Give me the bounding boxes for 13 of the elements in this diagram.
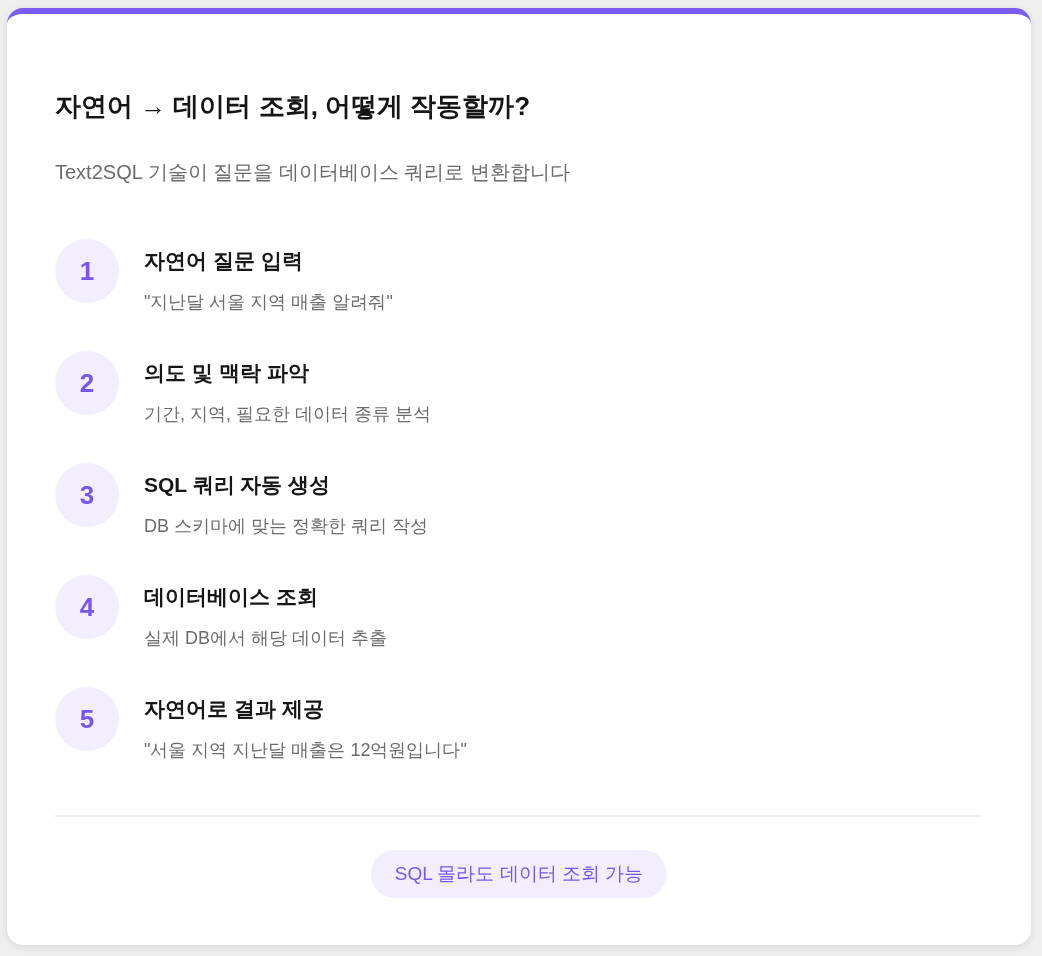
step-title: 자연어로 결과 제공 xyxy=(144,696,324,722)
step-title: SQL 쿼리 자동 생성 xyxy=(144,472,331,498)
step-title: 데이터베이스 조회 xyxy=(144,584,318,610)
step-description: 기간, 지역, 필요한 데이터 종류 분석 xyxy=(144,403,431,426)
step-description: "지난달 서울 지역 매출 알려줘" xyxy=(144,291,393,314)
title: 자연어 → 데이터 조회, 어떻게 작동할까? xyxy=(55,90,531,123)
step-description: 실제 DB에서 해당 데이터 추출 xyxy=(144,627,387,650)
subtitle: Text2SQL 기술이 질문을 데이터베이스 쿼리로 변환합니다 xyxy=(55,160,570,185)
step-title: 자연어 질문 입력 xyxy=(144,248,303,274)
summary-pill: SQL 몰라도 데이터 조회 가능 xyxy=(370,850,668,898)
step-title: 의도 및 맥락 파악 xyxy=(144,360,309,386)
step-description: "서울 지역 지난달 매출은 12억원입니다" xyxy=(144,739,467,762)
step-description: DB 스키마에 맞는 정확한 쿼리 작성 xyxy=(144,515,428,538)
